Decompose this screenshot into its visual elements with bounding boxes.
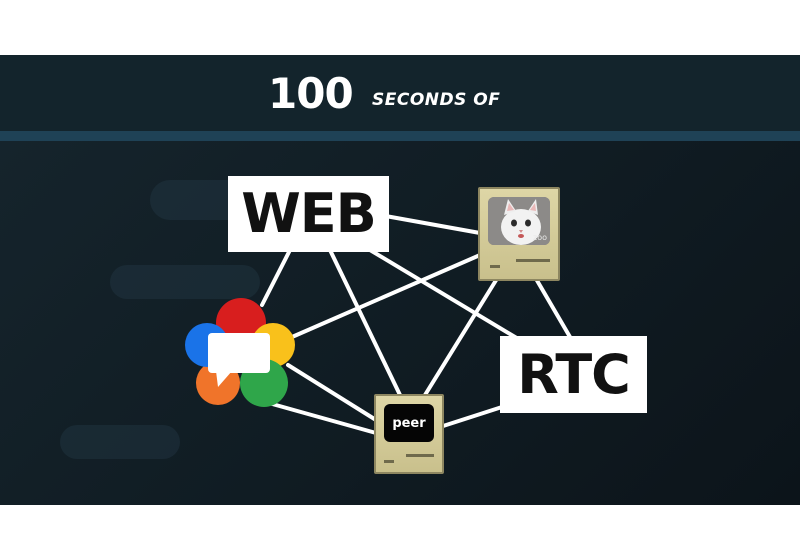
network-line — [423, 275, 500, 397]
kitten-image — [488, 197, 550, 245]
disk-slot — [406, 454, 434, 457]
retro-computer-icon: zoo — [478, 187, 560, 281]
peer-label: peer — [392, 415, 426, 431]
network-line — [378, 213, 482, 235]
network-lines — [256, 213, 572, 435]
background-shape — [60, 425, 180, 459]
thumbnail-stage: 100 SECONDS OF WEB RTC — [0, 55, 800, 505]
word-web-box: WEB — [228, 176, 389, 252]
network-line — [286, 363, 378, 422]
word-rtc-box: RTC — [500, 336, 647, 413]
computer-screen: peer — [384, 404, 434, 442]
network-line — [290, 253, 482, 339]
retro-computer-icon: peer — [374, 394, 444, 474]
network-line — [438, 405, 504, 429]
title-number: 100 — [268, 69, 354, 118]
network-line — [328, 248, 402, 397]
header-divider — [0, 131, 800, 141]
chat-bubble-icon — [208, 333, 270, 387]
power-led — [384, 460, 394, 463]
network-line — [368, 248, 522, 342]
title-words: SECONDS OF — [372, 90, 501, 110]
zoo-label: zoo — [533, 233, 547, 242]
network-line — [533, 275, 572, 339]
header-band — [0, 55, 800, 137]
power-led — [490, 265, 500, 268]
disk-slot — [516, 259, 550, 262]
computer-screen: zoo — [488, 197, 550, 245]
word-web: WEB — [241, 182, 377, 245]
network-line — [256, 398, 378, 435]
word-rtc: RTC — [517, 342, 631, 406]
webrtc-logo-icon — [185, 298, 295, 407]
background-shape — [110, 265, 260, 299]
network-line — [260, 248, 292, 307]
